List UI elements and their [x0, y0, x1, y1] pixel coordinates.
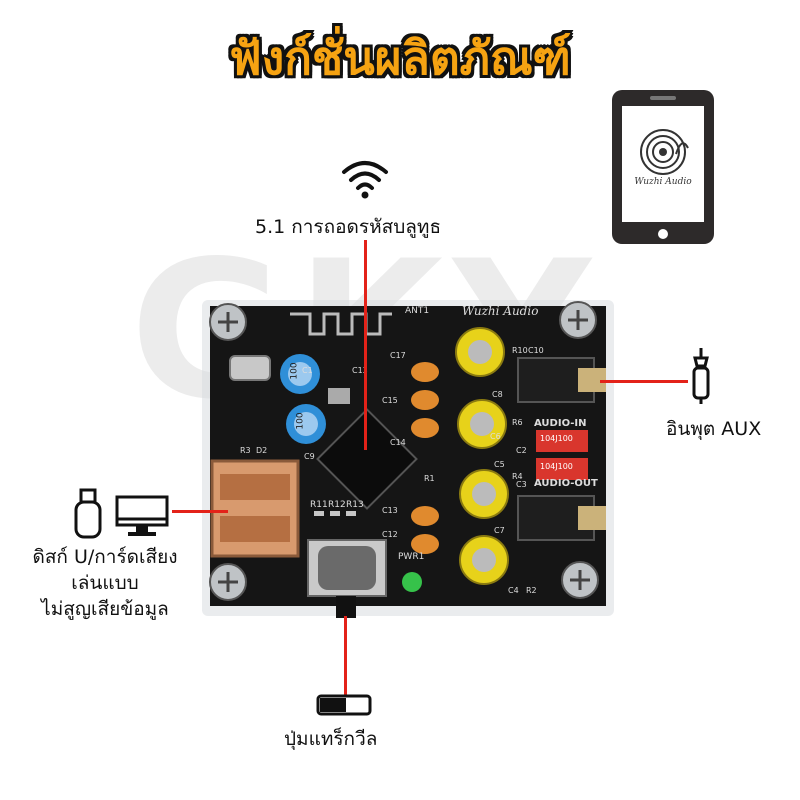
board-cap-label-c13b: C13 — [382, 506, 398, 515]
board-cap-code-1: 104J100 — [540, 434, 573, 443]
aux-label: อินพุต AUX — [666, 418, 762, 440]
board-brand: Wuzhi Audio — [462, 304, 539, 318]
wifi-icon — [342, 161, 388, 199]
pcb-board — [202, 300, 614, 618]
board-res-label-r10: R10 — [512, 346, 528, 355]
board-ant-label: ANT1 — [405, 306, 430, 316]
knob-label: ปุ่มแทร็กวีล — [284, 728, 378, 750]
usb-leader-line — [172, 510, 228, 513]
usb-stick-icon — [74, 488, 102, 539]
rca-plug-icon — [692, 348, 710, 404]
board-res-label-r2: R2 — [526, 586, 537, 595]
board-res-label-r4: R4 — [512, 472, 523, 481]
board-cap-label-c6: C6 — [490, 432, 501, 441]
page-title: ฟังก์ชั่นผลิตภัณฑ์ — [229, 31, 571, 85]
aux-leader-line — [600, 380, 688, 383]
monitor-icon — [115, 495, 169, 536]
board-cap-label-c7: C7 — [494, 526, 505, 535]
board-res-label-r3: R3 — [240, 446, 251, 455]
usb-label-line1: ดิสก์ U/การ์ดเสียง — [32, 546, 178, 568]
board-cap-code-2: 104J100 — [540, 462, 573, 471]
knob-leader-line — [344, 616, 347, 704]
board-cap-label-c2: C2 — [516, 446, 527, 455]
board-cap-label-c8: C8 — [492, 390, 503, 399]
board-cap-label-c3: C3 — [516, 480, 527, 489]
board-cap-value-2: 100 — [295, 412, 306, 430]
board-cap-label-c14: C14 — [390, 438, 406, 447]
toggle-switch-icon — [316, 694, 372, 716]
board-pwr-label: PWR1 — [398, 552, 425, 562]
board-res-label-r1: R1 — [424, 474, 435, 483]
board-audio-out-label: AUDIO-OUT — [534, 478, 598, 489]
board-res-label-r6: R6 — [512, 418, 523, 427]
phone-icon — [612, 90, 714, 244]
board-diode-label-d2: D2 — [256, 446, 268, 455]
board-res-label-r11: R11 — [310, 500, 328, 510]
phone-app-name: Wuzhi Audio — [634, 177, 692, 187]
board-cap-label-c15: C15 — [382, 396, 398, 405]
board-audio-in-label: AUDIO-IN — [534, 418, 587, 429]
board-cap-label-c9: C9 — [304, 452, 315, 461]
usb-label-line3: ไม่สูญเสียข้อมูล — [41, 598, 169, 620]
board-cap-label-c1: C1 — [302, 366, 313, 375]
board-cap-value-1: 100 — [289, 362, 300, 380]
bluetooth-leader-line — [364, 240, 367, 450]
board-cap-label-c5: C5 — [494, 460, 505, 469]
bluetooth-label: 5.1 การถอดรหัสบลูทูธ — [255, 216, 442, 238]
board-res-label-r12: R12 — [328, 500, 346, 510]
board-cap-label-c10: C10 — [528, 346, 544, 355]
board-cap-label-c13a: C13 — [352, 366, 368, 375]
board-cap-label-c4: C4 — [508, 586, 519, 595]
board-cap-label-c17: C17 — [390, 351, 406, 360]
board-cap-label-c12: C12 — [382, 530, 398, 539]
usb-label-line2: เล่นแบบ — [71, 572, 139, 594]
board-res-label-r13: R13 — [346, 500, 364, 510]
